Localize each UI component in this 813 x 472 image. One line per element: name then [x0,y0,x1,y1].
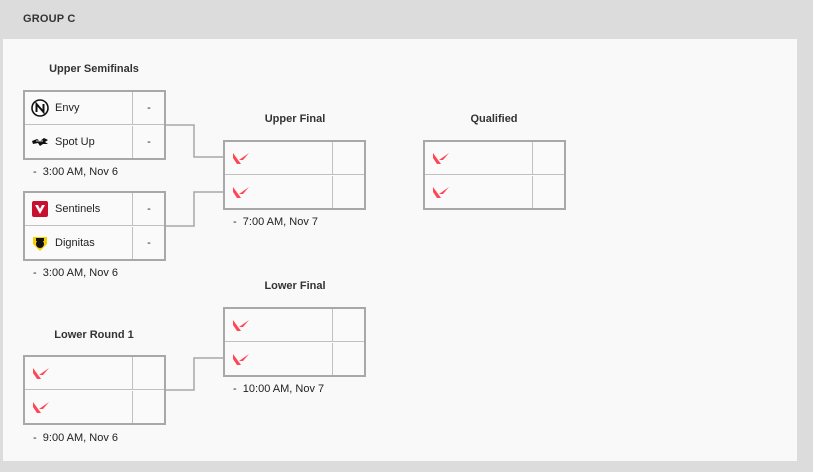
match-slot-team2[interactable]: Dignitas - [25,227,164,259]
qualified-slot-1[interactable] [425,142,564,175]
valorant-logo-icon [432,183,450,201]
team-score [134,357,164,389]
team-score [334,343,364,375]
team-score: - [147,102,151,114]
column-title-qualified: Qualified [470,113,518,125]
team-score: - [147,203,151,215]
column-title-upper-semifinals: Upper Semifinals [49,63,139,75]
team-score [534,142,564,174]
match-time: - 7:00 AM, Nov 7 [233,216,319,228]
valorant-logo-icon [432,149,450,167]
spot-up-logo-icon [31,133,49,151]
match-time: - 10:00 AM, Nov 7 [233,383,325,395]
team-score [534,176,564,208]
match-upper-final[interactable] [223,140,366,210]
team-score: - [147,237,151,249]
match-slot-team2[interactable] [225,343,364,375]
match-qualified[interactable] [423,140,566,210]
match-lower-round-1[interactable] [23,355,166,425]
match-upper-semifinal-2[interactable]: Sentinels - Dignitas - [23,191,166,261]
match-time: - 9:00 AM, Nov 6 [33,432,119,444]
team-name: Spot Up [55,136,95,148]
valorant-logo-icon [232,316,250,334]
match-slot-team2[interactable]: Spot Up - [25,126,164,158]
team-score [334,309,364,341]
match-slot-team1[interactable]: Sentinels - [25,193,164,226]
team-score: - [147,136,151,148]
valorant-logo-icon [232,149,250,167]
column-title-lower-final: Lower Final [264,280,326,292]
match-slot-team1[interactable] [25,357,164,390]
sentinels-logo-icon [31,200,49,218]
envy-logo-icon [31,99,49,117]
valorant-logo-icon [32,398,50,416]
team-name: Envy [55,102,80,114]
team-score [334,176,364,208]
team-score [334,142,364,174]
team-name: Sentinels [55,203,101,215]
qualified-slot-2[interactable] [425,176,564,208]
match-slot-team2[interactable] [25,391,164,423]
column-title-lower-round-1: Lower Round 1 [54,329,134,341]
valorant-logo-icon [32,364,50,382]
match-slot-team1[interactable] [225,309,364,342]
valorant-logo-icon [232,183,250,201]
team-name: Dignitas [55,237,95,249]
team-score [134,391,164,423]
match-upper-semifinal-1[interactable]: Envy - Spot Up - [23,90,166,160]
match-slot-team1[interactable]: Envy - [25,92,164,125]
match-time: - 3:00 AM, Nov 6 [33,166,119,178]
column-title-upper-final: Upper Final [264,113,326,125]
match-slot-team1[interactable] [225,142,364,175]
group-title: GROUP C [23,13,76,25]
match-lower-final[interactable] [223,307,366,377]
match-time: - 3:00 AM, Nov 6 [33,267,119,279]
valorant-logo-icon [232,350,250,368]
match-slot-team2[interactable] [225,176,364,208]
dignitas-logo-icon [31,234,49,252]
